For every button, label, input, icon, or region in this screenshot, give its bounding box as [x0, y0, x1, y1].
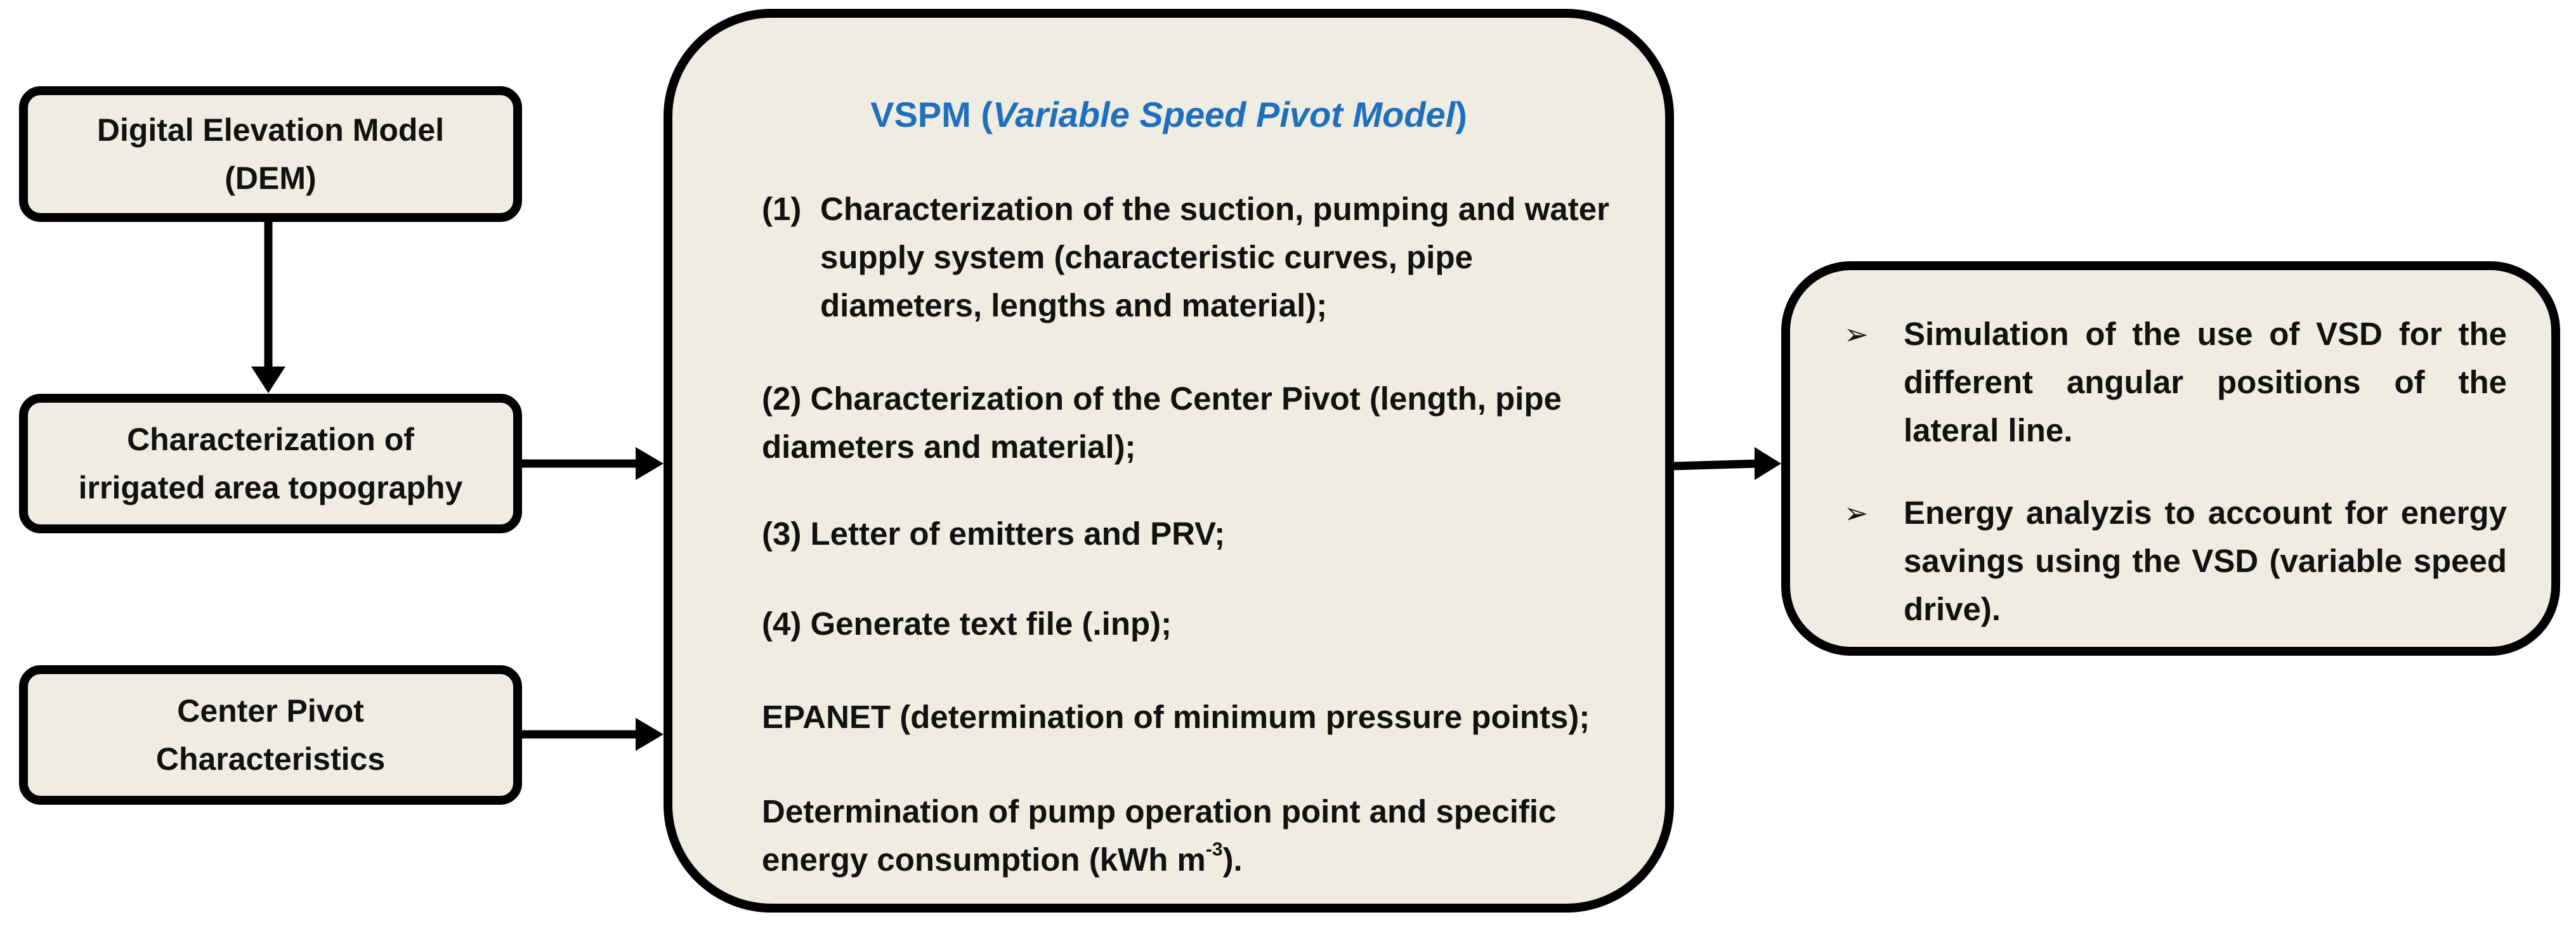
arrow-bullet-icon: ➢: [1844, 497, 1869, 530]
determination-line2-suffix: ).: [1222, 842, 1243, 878]
vspm-step-4: (4) Generate text file (.inp);: [762, 606, 1172, 642]
output-bullet-2: ➢ Energy analyzis to account for energy …: [1844, 489, 2507, 634]
vspm-box: VSPM (Variable Speed Pivot Model) (1) Cha…: [664, 9, 1674, 913]
step-1-line2: supply system (characteristic curves, pi…: [820, 239, 1473, 275]
vspm-title: VSPM (Variable Speed Pivot Model): [672, 94, 1665, 135]
determination-unit-exponent: -3: [1205, 839, 1223, 860]
arrow-bullet-icon: ➢: [1844, 318, 1869, 351]
dem-label-line1: Digital Elevation Model: [96, 112, 445, 148]
vspm-step-1: (1) Characterization of the suction, pump…: [762, 185, 1609, 330]
determination-line2-prefix: energy consumption (kWh m: [762, 842, 1206, 878]
step-2-line1: (2) Characterization of the Center Pivot…: [762, 380, 1562, 417]
vspm-title-suffix: ): [1455, 94, 1467, 134]
arrowhead-pivot-to-vspm: [636, 718, 664, 751]
topography-box: Characterization of irrigated area topog…: [19, 394, 522, 533]
center-pivot-box: Center Pivot Characteristics: [19, 665, 522, 805]
arrow-vspm-to-outputs: [1673, 459, 1759, 471]
step-1-number: (1): [762, 191, 802, 227]
center-pivot-label-line1: Center Pivot: [177, 693, 364, 729]
step-2-line2: diameters and material);: [762, 429, 1136, 465]
output-bullet-1: ➢ Simulation of the use of VSD for the d…: [1844, 310, 2507, 455]
outputs-box: ➢ Simulation of the use of VSD for the d…: [1781, 261, 2560, 656]
vspm-title-prefix: VSPM (: [870, 94, 993, 134]
dem-box: Digital Elevation Model (DEM): [19, 86, 522, 222]
output-bullet-1-text: Simulation of the use of VSD for the dif…: [1904, 316, 2507, 448]
topography-label-line1: Characterization of: [127, 422, 414, 457]
vspm-step-2: (2) Characterization of the Center Pivot…: [762, 375, 1562, 471]
step-1-line3: diameters, lengths and material);: [820, 287, 1328, 323]
vspm-epanet-step: EPANET (determination of minimum pressur…: [762, 699, 1590, 735]
vspm-step-3: (3) Letter of emitters and PRV;: [762, 516, 1226, 552]
determination-line1: Determination of pump operation point an…: [762, 793, 1557, 829]
arrowhead-vspm-to-outputs: [1755, 447, 1781, 480]
output-bullet-2-text: Energy analyzis to account for energy sa…: [1904, 495, 2507, 627]
center-pivot-label-line2: Characteristics: [155, 741, 386, 777]
step-1-line1: Characterization of the suction, pumping…: [820, 191, 1609, 227]
vspm-title-italic: Variable Speed Pivot Model: [993, 94, 1456, 134]
arrowhead-dem-to-topography: [251, 367, 285, 393]
arrowhead-topography-to-vspm: [636, 447, 664, 480]
dem-label-line2: (DEM): [225, 160, 317, 196]
vspm-determination-step: Determination of pump operation point an…: [762, 788, 1556, 884]
topography-label-line2: irrigated area topography: [78, 470, 463, 505]
